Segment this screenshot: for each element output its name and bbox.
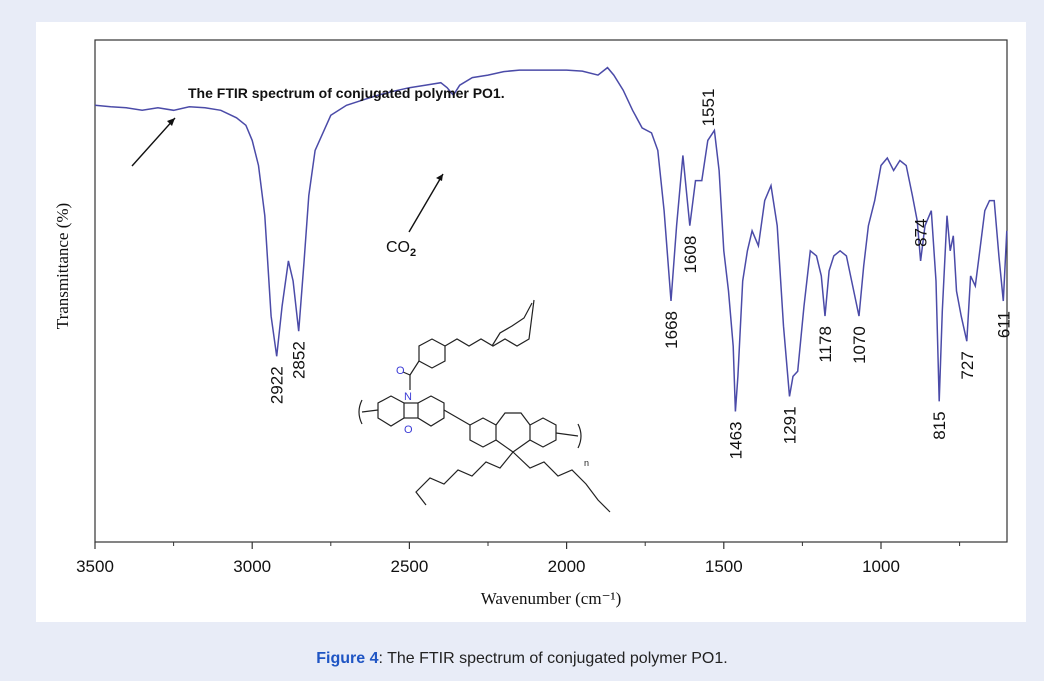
peak-label: 1551 xyxy=(699,89,718,127)
x-tick-label: 3500 xyxy=(76,557,114,576)
plot-frame xyxy=(94,39,1008,543)
chart-title: The FTIR spectrum of conjugated polymer … xyxy=(188,85,505,101)
co2-arrow-head xyxy=(436,174,443,181)
caption-label: Figure 4 xyxy=(316,650,379,667)
structure-label-carbonyl-o: O xyxy=(396,365,405,377)
peak-label: 2852 xyxy=(290,341,309,379)
peak-label: 1668 xyxy=(662,311,681,349)
peak-label: 815 xyxy=(930,411,949,439)
x-tick-label: 1500 xyxy=(705,557,743,576)
peak-label: 1070 xyxy=(850,326,869,364)
structure-label-n: N xyxy=(404,391,412,403)
structure-label-n-repeat: n xyxy=(584,458,589,468)
title-arrow xyxy=(131,117,176,167)
y-axis-label: Transmittance (%) xyxy=(53,203,72,329)
peak-label: 1291 xyxy=(781,406,800,444)
peak-label: 1178 xyxy=(816,326,835,363)
peak-label: 874 xyxy=(912,219,931,247)
co2-annotation: CO2 xyxy=(386,239,416,259)
structure-label-ring-o: O xyxy=(404,424,413,436)
peak-label: 611 xyxy=(994,311,1013,338)
polymer-structure xyxy=(358,299,611,513)
spectrum-line xyxy=(94,66,1008,412)
x-tick-label: 2500 xyxy=(390,557,428,576)
peak-label: 1463 xyxy=(726,422,745,460)
peak-label: 727 xyxy=(958,351,977,379)
co2-arrow xyxy=(408,173,444,233)
figure-caption: Figure 4: The FTIR spectrum of conjugate… xyxy=(0,650,1044,668)
x-axis-ticks: 3500 3000 2500 2000 1500 1000 xyxy=(76,542,961,576)
x-tick-label: 3000 xyxy=(233,557,271,576)
peak-label: 1608 xyxy=(681,236,700,274)
x-tick-label: 2000 xyxy=(548,557,586,576)
x-axis-label: Wavenumber (cm⁻¹) xyxy=(481,589,622,608)
title-arrow-head xyxy=(167,118,175,126)
x-tick-label: 1000 xyxy=(862,557,900,576)
peak-label: 2922 xyxy=(268,366,287,404)
caption-text: : The FTIR spectrum of conjugated polyme… xyxy=(378,650,728,667)
